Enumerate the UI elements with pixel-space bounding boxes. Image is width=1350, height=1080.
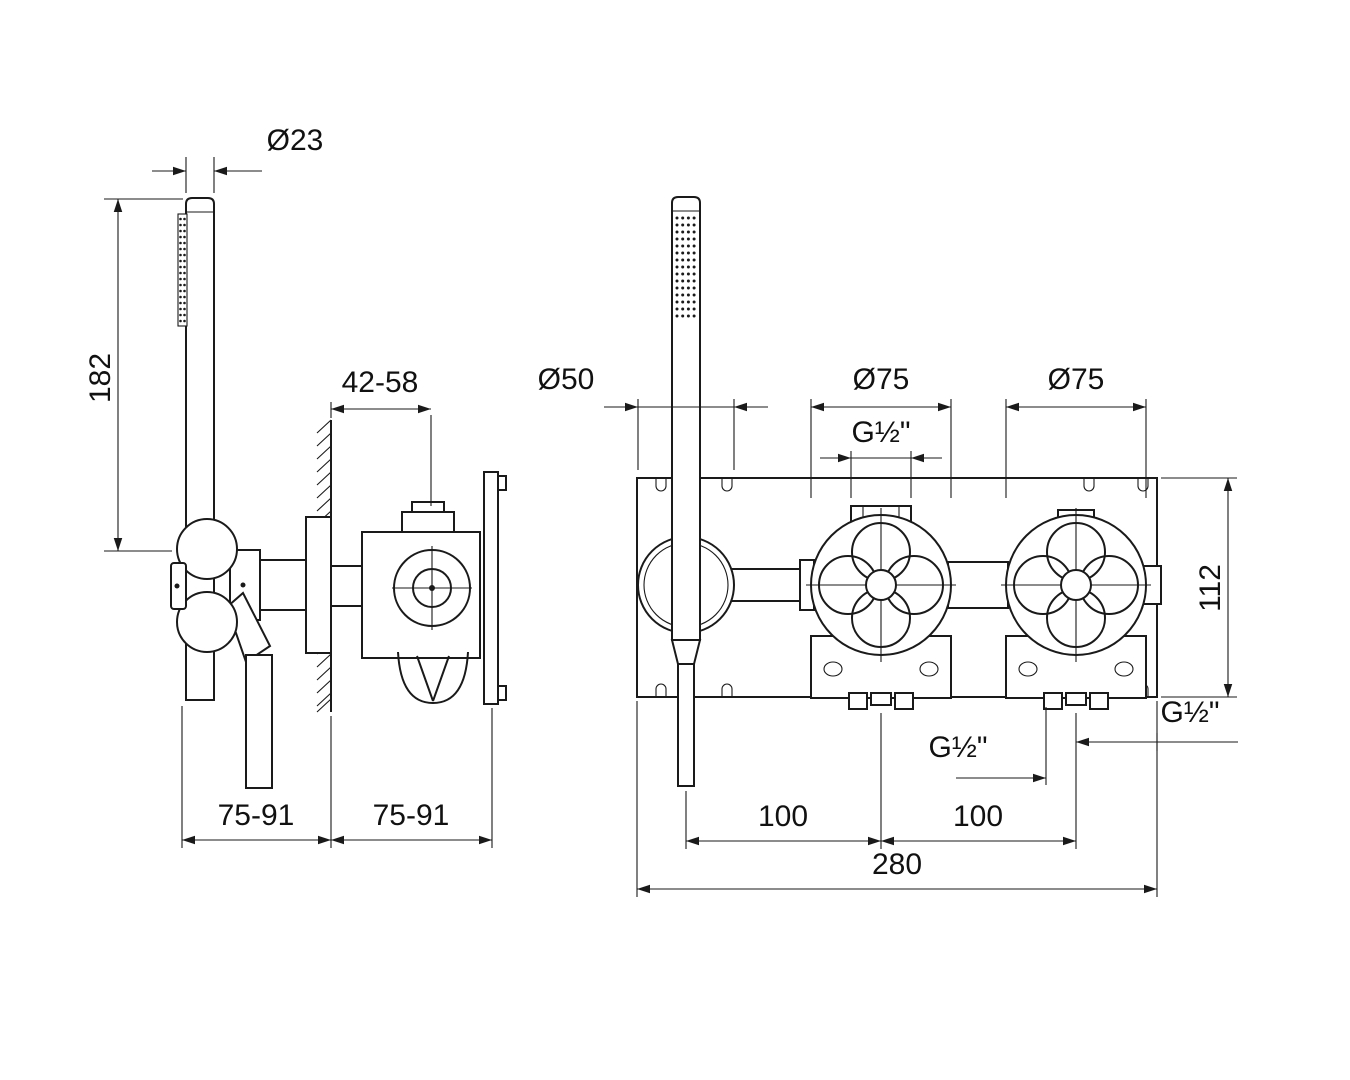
dim-center-connection: G½" (928, 731, 987, 764)
valve-body-side (330, 471, 507, 705)
dim-offset-front: 75-91 (218, 799, 295, 832)
hose-front (677, 663, 695, 787)
dimensions-front: Ø50 Ø75 Ø75 G½" 112 G½" (538, 363, 1238, 897)
holder-arm-side (229, 516, 332, 654)
valve-trim-right (1001, 508, 1151, 662)
dim-overall-width: 280 (872, 848, 922, 881)
dim-right-connection: G½" (1160, 696, 1219, 729)
dim-handshower-diameter: Ø23 (267, 124, 324, 157)
dim-mounting-depth: 42-58 (342, 366, 419, 399)
dim-offset-back: 75-91 (373, 799, 450, 832)
hose-nut-side (225, 591, 272, 664)
spray-dots-front (675, 216, 696, 318)
handshower-front (637, 196, 735, 787)
spray-dots-side (179, 217, 186, 323)
dim-body-height: 112 (1194, 564, 1227, 612)
mounting-bracket-side (483, 471, 499, 705)
front-view: Ø50 Ø75 Ø75 G½" 112 G½" (538, 196, 1238, 897)
hose-nut-front (670, 639, 702, 665)
pipes-front (729, 559, 1162, 611)
dim-trim-right-diameter: Ø75 (1048, 363, 1105, 396)
dim-handshower-length: 182 (84, 353, 117, 403)
dim-top-connection: G½" (851, 416, 910, 449)
spray-face-side (177, 213, 188, 327)
dim-center-distance-right: 100 (953, 800, 1003, 833)
dimensions-side: Ø23 182 42-58 75-91 75-91 (84, 124, 493, 848)
dim-center-distance-left: 100 (758, 800, 808, 833)
valve-trim-left (806, 505, 956, 662)
dim-trim-left-diameter: Ø75 (853, 363, 910, 396)
holder-pivot-bottom (176, 591, 238, 653)
handshower-side (170, 197, 273, 789)
side-view: Ø23 182 42-58 75-91 75-91 (84, 124, 507, 848)
holder-pivot-top (176, 518, 238, 580)
wall-flange (305, 516, 332, 654)
hose-side (245, 654, 273, 789)
dim-holder-diameter: Ø50 (538, 363, 595, 396)
